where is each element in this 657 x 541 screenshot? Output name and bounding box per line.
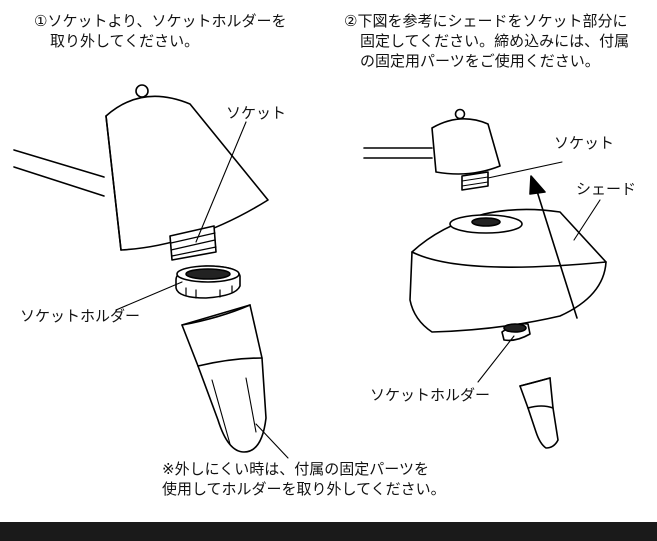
- right-socket-leader: [487, 161, 563, 179]
- left-fixing-tool: [181, 304, 267, 453]
- left-holder-leader: [115, 281, 183, 311]
- left-lamp-knob: [135, 84, 149, 98]
- step2-instruction-line1: ②下図を参考にシェードをソケット部分に: [344, 12, 628, 30]
- label-socket-right: ソケット: [554, 134, 615, 152]
- right-socket-thread: [461, 171, 489, 191]
- right-lamp-arm: [363, 147, 433, 159]
- removal-note-line1: ※外しにくい時は、付属の固定パーツを: [162, 460, 429, 478]
- shade-body: [409, 208, 607, 333]
- assembly-arrow: [535, 187, 578, 319]
- right-lamp-figure: [363, 108, 607, 449]
- right-holder-leader: [477, 335, 515, 383]
- label-socket-holder-right: ソケットホルダー: [370, 386, 491, 404]
- step1-instruction-line1: ①ソケットより、ソケットホルダーを: [34, 12, 287, 30]
- right-socket-holder: [501, 322, 531, 342]
- removal-note-line2: 使用してホルダーを取り外してください。: [162, 480, 446, 498]
- left-lamp-body: [105, 95, 269, 251]
- step1-instruction-line2: 取り外してください。: [50, 32, 200, 50]
- right-fixing-tool: [519, 377, 559, 449]
- left-socket-holder: [175, 265, 241, 299]
- left-socket-leader: [195, 121, 247, 243]
- left-tool-leader: [255, 423, 289, 459]
- label-socket-left: ソケット: [226, 104, 287, 122]
- right-lamp-body: [431, 118, 501, 175]
- left-lamp-arm: [13, 149, 105, 197]
- label-shade: シェード: [576, 180, 637, 198]
- step2-instruction-line2: 固定してください。締め込みには、付属: [360, 32, 630, 50]
- right-lamp-knob: [454, 108, 466, 120]
- left-lamp-figure: [13, 84, 289, 459]
- step2-instruction-line3: の固定用パーツをご使用ください。: [360, 52, 600, 70]
- label-socket-holder-left: ソケットホルダー: [20, 307, 141, 325]
- bottom-bar: [0, 522, 657, 541]
- shade-leader: [573, 199, 601, 241]
- left-socket-thread: [169, 225, 217, 261]
